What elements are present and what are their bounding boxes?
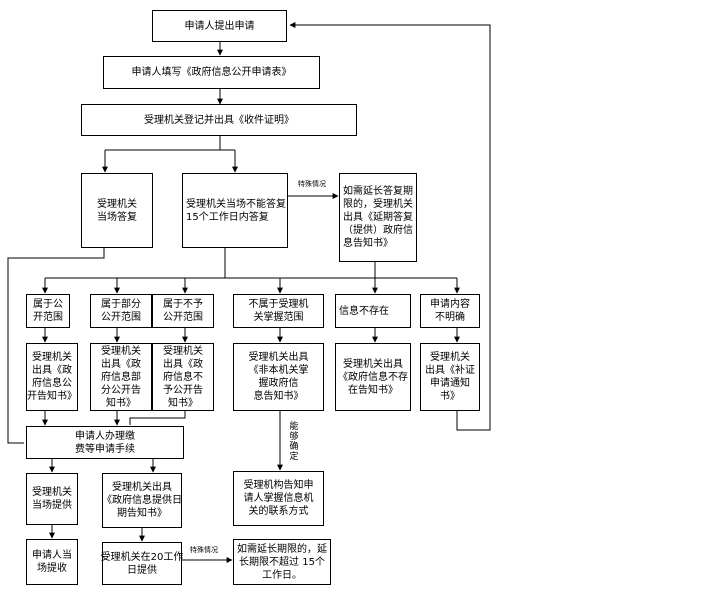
node-provision-date-notice-text: 受理机关出具 《政府信息提供日 期告知书》 xyxy=(102,482,182,519)
node-inform-contact: 受理机构告知申 请人掌握信息机 关的联系方式 xyxy=(233,471,324,526)
node-extension-15-days: 如需延长期限的，延 长期限不超过 15个 工作日。 xyxy=(233,539,331,585)
node-not-public-scope-text: 属于不予 公开范围 xyxy=(163,299,203,323)
line-n4-bypass xyxy=(7,248,105,444)
node-content-unclear-text: 申请内容 不明确 xyxy=(430,299,470,323)
node-inform-contact-text: 受理机构告知申 请人掌握信息机 关的联系方式 xyxy=(243,480,314,517)
node-register-receipt: 受理机关登记并出具《收件证明》 xyxy=(81,104,357,136)
node-public-notice-text: 受理机关 出具《政 府信息公 开告知书》 xyxy=(27,352,77,402)
label-special-case-top: 特殊情况 xyxy=(298,180,326,188)
node-reply-15-days: 受理机关当场不能答复 15个工作日内答复 xyxy=(182,173,288,248)
node-extension-notice: 如需延长答复期 限的，受理机关 出具《延期答复 （提供）政府信 息告知书》 xyxy=(339,173,417,262)
node-receive-on-spot: 申请人当 场提收 xyxy=(26,539,78,585)
node-public-scope: 属于公 开范围 xyxy=(26,294,70,328)
node-payment-procedures: 申请人办理缴 费等申请手续 xyxy=(26,426,184,459)
node-receive-on-spot-text: 申请人当 场提收 xyxy=(32,550,72,574)
node-public-scope-text: 属于公 开范围 xyxy=(33,299,63,323)
node-not-exist-notice: 受理机关出具 《政府信息不存 在告知书》 xyxy=(335,343,411,411)
node-supplement-notice-text: 受理机关 出具《补证 申请通知 书》 xyxy=(425,352,475,402)
line-d3-e1 xyxy=(129,411,186,425)
node-fill-form: 申请人填写《政府信息公开申请表》 xyxy=(103,56,320,89)
node-extension-notice-text: 如需延长答复期 限的，受理机关 出具《延期答复 （提供）政府信 息告知书》 xyxy=(343,186,413,249)
node-submit-application-text: 申请人提出申请 xyxy=(184,20,255,32)
node-not-public-notice-text: 受理机关 出具《政 府信息不 予公开告 知书》 xyxy=(163,345,203,409)
node-provision-date-notice: 受理机关出具 《政府信息提供日 期告知书》 xyxy=(102,473,182,528)
node-reply-15-days-text: 受理机关当场不能答复 15个工作日内答复 xyxy=(186,198,286,223)
node-not-public-notice: 受理机关 出具《政 府信息不 予公开告 知书》 xyxy=(152,343,214,411)
node-provide-20-days: 受理机关在20工作 日提供 xyxy=(100,542,184,585)
node-fill-form-text: 申请人填写《政府信息公开申请表》 xyxy=(131,67,292,78)
node-outside-agency-scope-text: 不属于受理机 关掌握范围 xyxy=(248,299,309,323)
node-public-notice: 受理机关 出具《政 府信息公 开告知书》 xyxy=(26,343,78,411)
node-extension-15-days-text: 如需延长期限的，延 长期限不超过 15个 工作日。 xyxy=(237,543,327,581)
node-reply-on-spot: 受理机关 当场答复 xyxy=(81,173,153,248)
label-special-case-bottom: 特殊情况 xyxy=(190,546,218,554)
node-not-exist-notice-text: 受理机关出具 《政府信息不存 在告知书》 xyxy=(338,358,408,396)
node-partial-public-notice-text: 受理机关 出具《政 府信息部 分公开告 知书》 xyxy=(101,345,141,409)
node-payment-procedures-text: 申请人办理缴 费等申请手续 xyxy=(75,430,135,455)
label-can-determine: 能够确定 xyxy=(289,422,299,462)
node-provide-on-spot-text: 受理机关 当场提供 xyxy=(32,487,72,511)
node-partial-public-notice: 受理机关 出具《政 府信息部 分公开告 知书》 xyxy=(90,343,152,411)
line-d6-feedback xyxy=(289,22,491,431)
node-submit-application: 申请人提出申请 xyxy=(152,10,287,42)
node-outside-agency-scope: 不属于受理机 关掌握范围 xyxy=(233,294,324,328)
node-not-held-notice-text: 受理机关出具 《非本机关掌 握政府信 息告知书》 xyxy=(248,352,309,402)
node-provide-20-days-text: 受理机关在20工作 日提供 xyxy=(100,551,184,576)
node-content-unclear: 申请内容 不明确 xyxy=(420,294,480,328)
node-info-not-exist-text: 信息不存在 xyxy=(339,305,389,317)
node-provide-on-spot: 受理机关 当场提供 xyxy=(26,473,78,525)
node-partial-public-scope: 属于部分 公开范围 xyxy=(90,294,152,328)
node-not-public-scope: 属于不予 公开范围 xyxy=(152,294,214,328)
node-partial-public-scope-text: 属于部分 公开范围 xyxy=(101,299,141,323)
node-reply-on-spot-text: 受理机关 当场答复 xyxy=(97,198,137,223)
node-supplement-notice: 受理机关 出具《补证 申请通知 书》 xyxy=(420,343,480,411)
node-register-receipt-text: 受理机关登记并出具《收件证明》 xyxy=(144,114,294,126)
node-not-held-notice: 受理机关出具 《非本机关掌 握政府信 息告知书》 xyxy=(233,343,324,411)
node-info-not-exist: 信息不存在 xyxy=(335,294,411,328)
